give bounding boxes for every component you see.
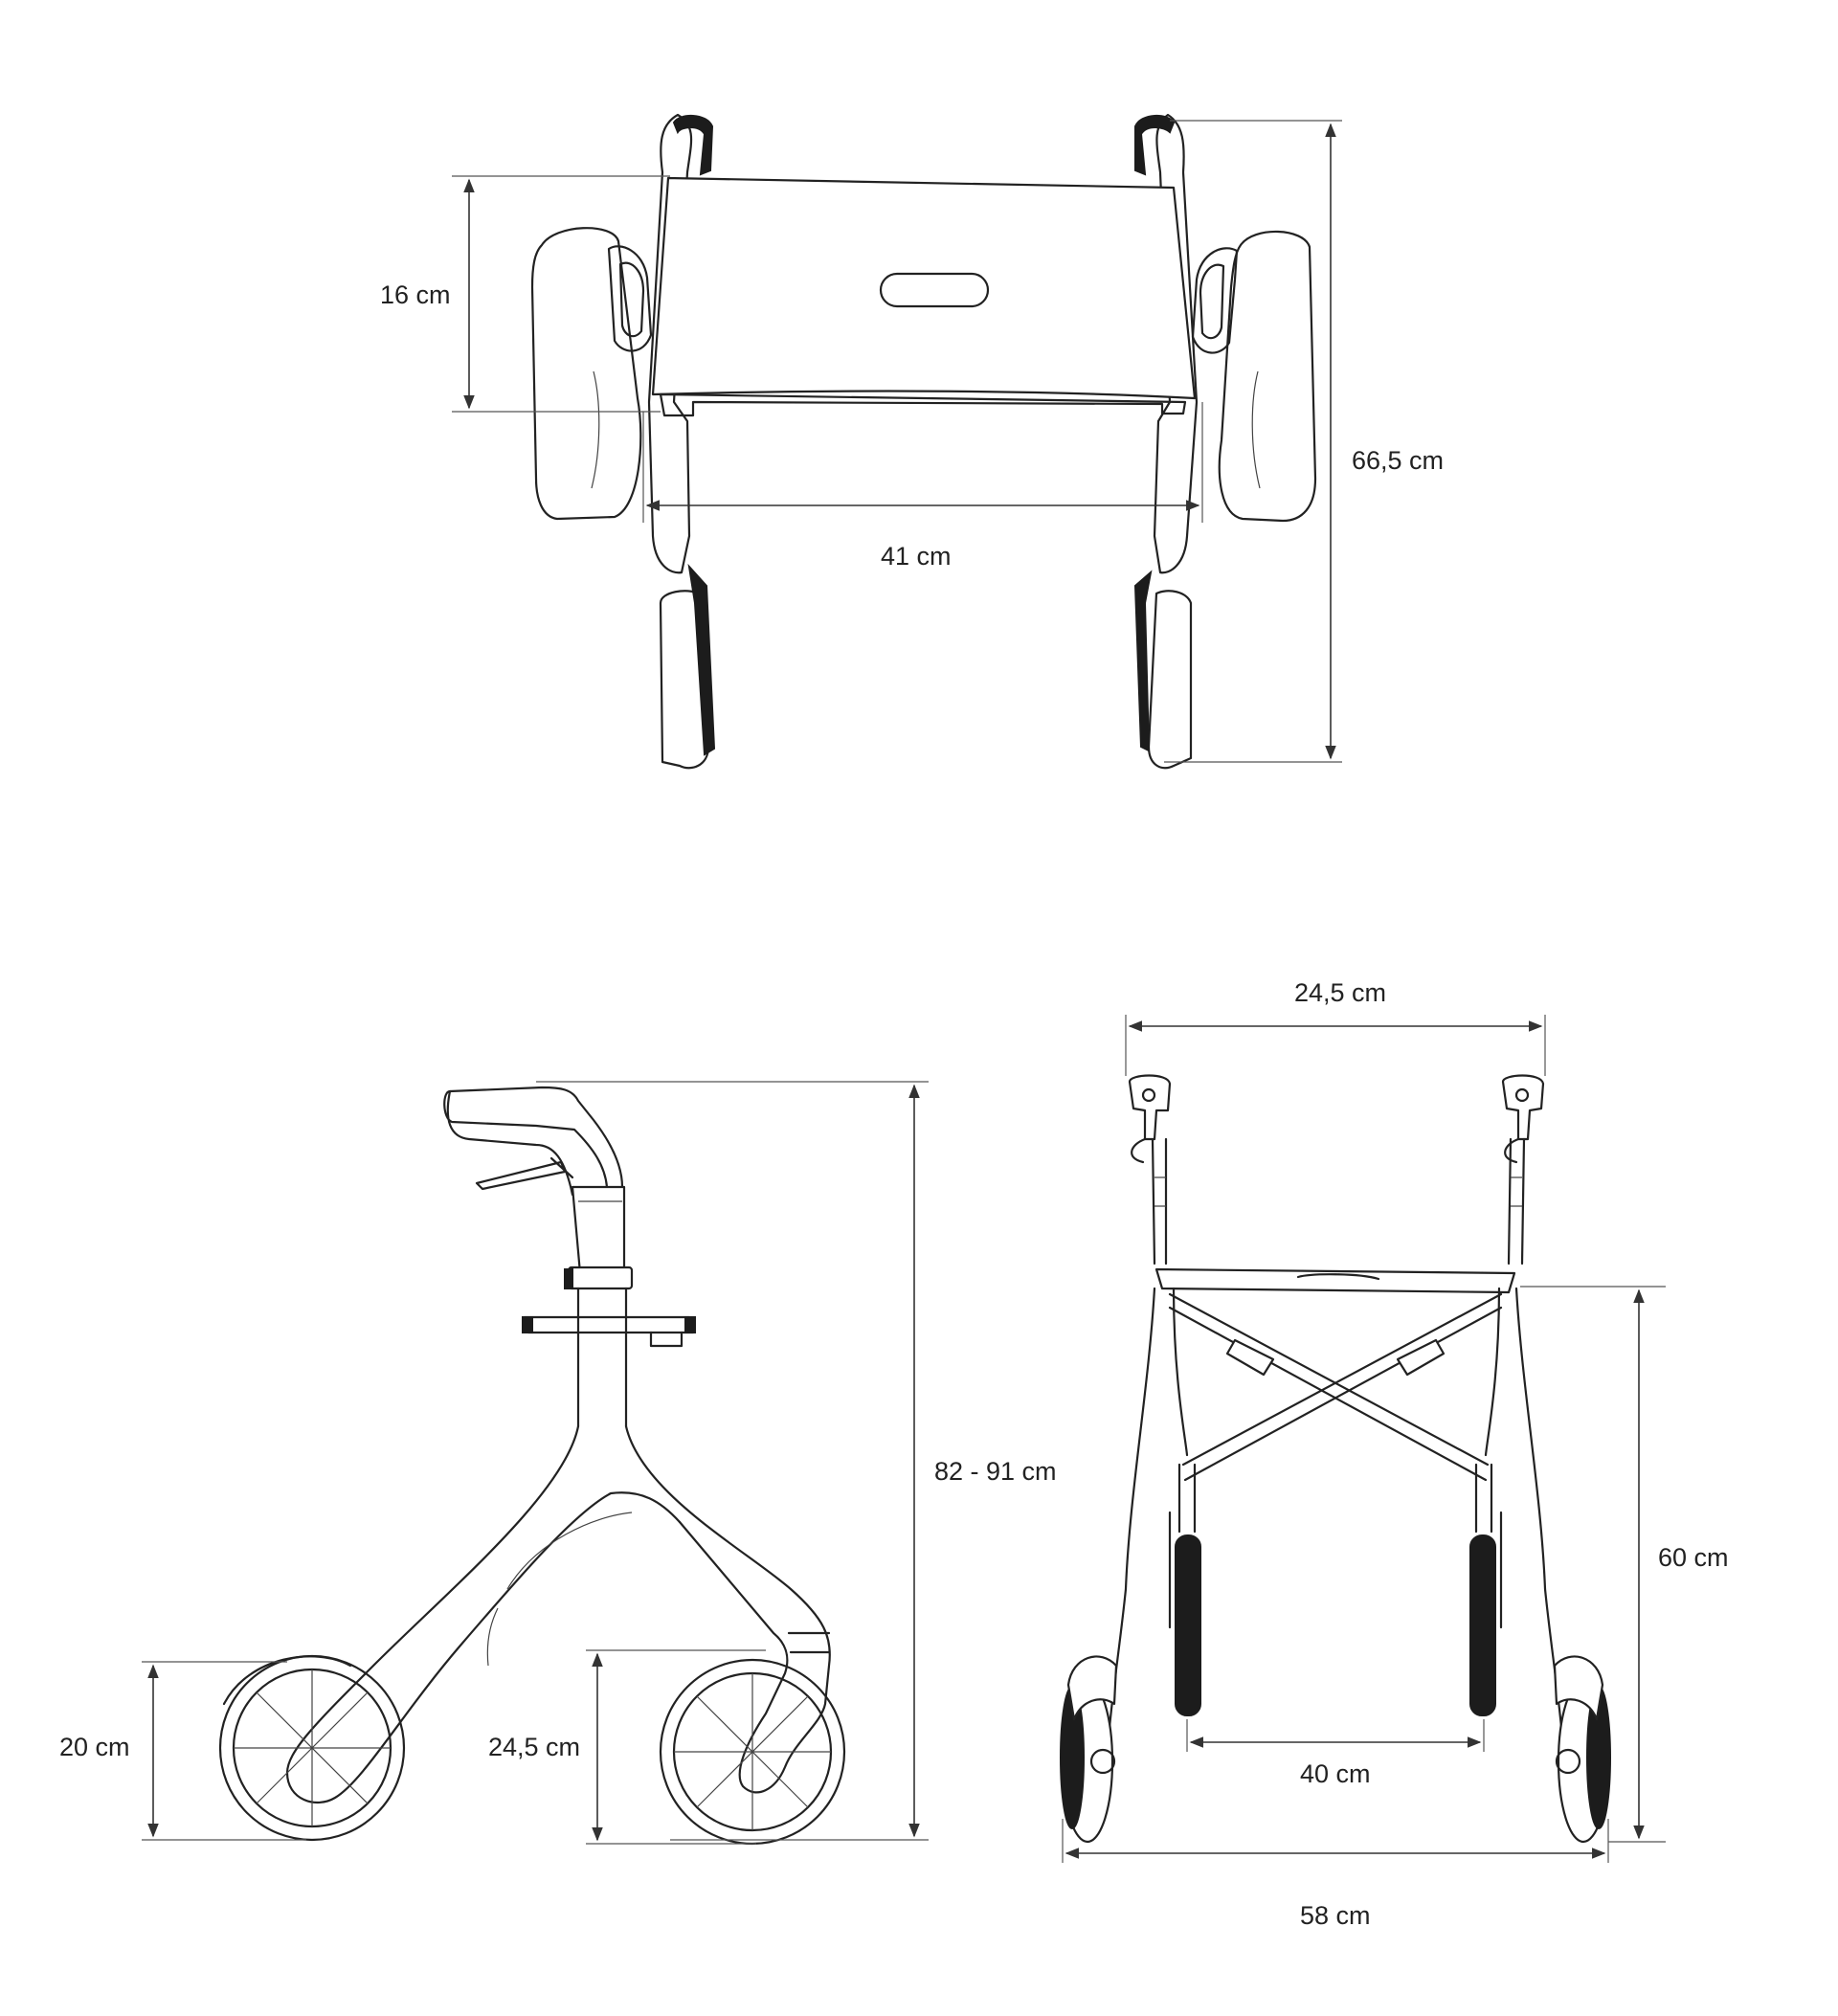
handle-width-label: 24,5 cm (1294, 978, 1386, 1007)
overall-width-label: 58 cm (1300, 1901, 1371, 1930)
side-view-dimensions (142, 1081, 929, 1845)
inner-width-label: 40 cm (1300, 1759, 1371, 1788)
side-view (218, 1086, 846, 1846)
seat-height-label: 60 cm (1658, 1543, 1729, 1572)
front-view-dimensions (1062, 1015, 1666, 1863)
top-view-dimensions (452, 120, 1342, 763)
seat-width-label: 41 cm (881, 542, 952, 571)
front-wheel-label: 24,5 cm (488, 1733, 580, 1761)
rear-wheel-label: 20 cm (59, 1733, 130, 1761)
top-view (530, 113, 1317, 770)
front-view (1060, 1074, 1611, 1844)
folded-length-label: 66,5 cm (1352, 446, 1444, 475)
height-range-label: 82 - 91 cm (934, 1457, 1057, 1486)
seat-depth-label: 16 cm (380, 280, 451, 309)
